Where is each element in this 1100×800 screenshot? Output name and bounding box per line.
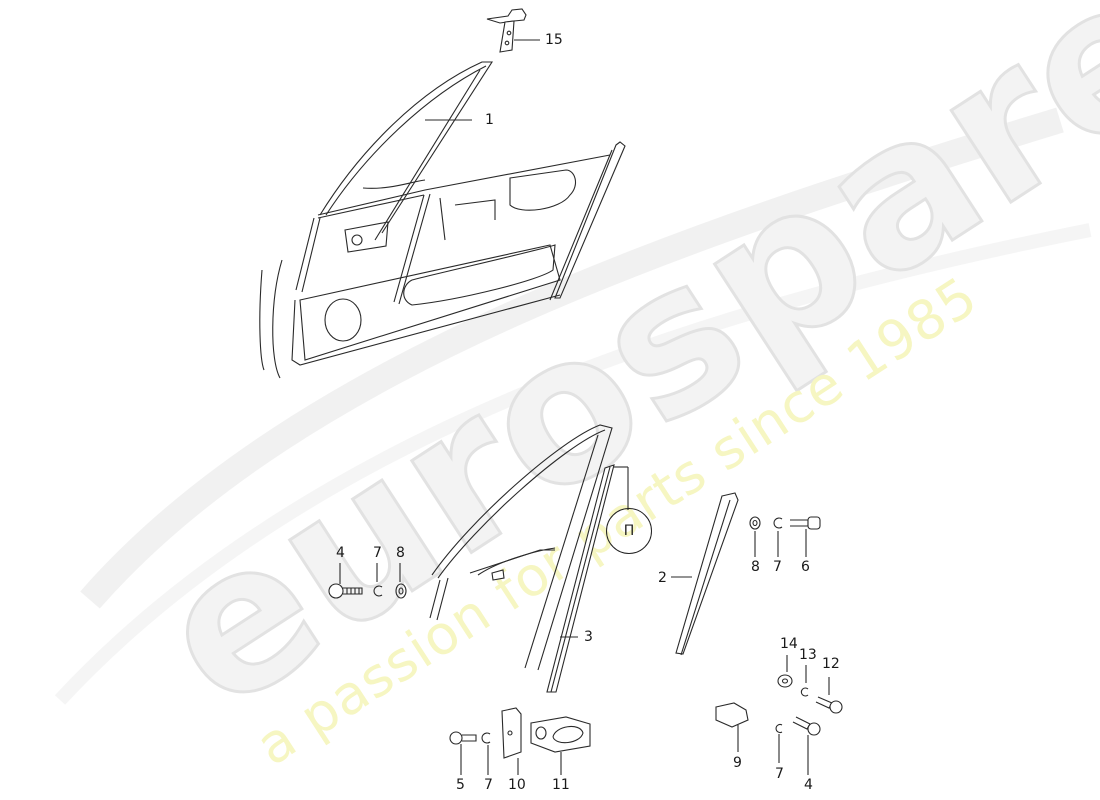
part-15-bracket [486, 8, 540, 53]
callout-8b: 8 [751, 559, 760, 575]
fasteners-bottom-center [449, 707, 591, 775]
fasteners-right-top [749, 516, 821, 557]
callout-7c: 7 [775, 766, 784, 782]
callout-7: 7 [373, 545, 382, 561]
part-2-rail [671, 492, 739, 656]
callout-3: 3 [584, 629, 593, 645]
callout-8: 8 [396, 545, 405, 561]
callout-15: 15 [545, 32, 563, 48]
callout-13: 13 [799, 647, 817, 663]
callout-14: 14 [780, 636, 798, 652]
callout-4b: 4 [804, 777, 813, 793]
reference-circle: Π [606, 508, 652, 554]
callout-12: 12 [822, 656, 840, 672]
callout-6: 6 [801, 559, 810, 575]
callout-11: 11 [552, 777, 570, 793]
callout-2: 2 [658, 570, 667, 586]
part-3-vent-frame [429, 424, 629, 693]
callout-5: 5 [456, 777, 465, 793]
callout-7d: 7 [484, 777, 493, 793]
callout-9: 9 [733, 755, 742, 771]
callout-7b: 7 [773, 559, 782, 575]
callout-10: 10 [508, 777, 526, 793]
callout-1: 1 [485, 112, 494, 128]
fasteners-left [328, 563, 407, 599]
callout-4: 4 [336, 545, 345, 561]
part-1-door-frame [259, 61, 626, 379]
fasteners-right-bottom [715, 655, 843, 775]
